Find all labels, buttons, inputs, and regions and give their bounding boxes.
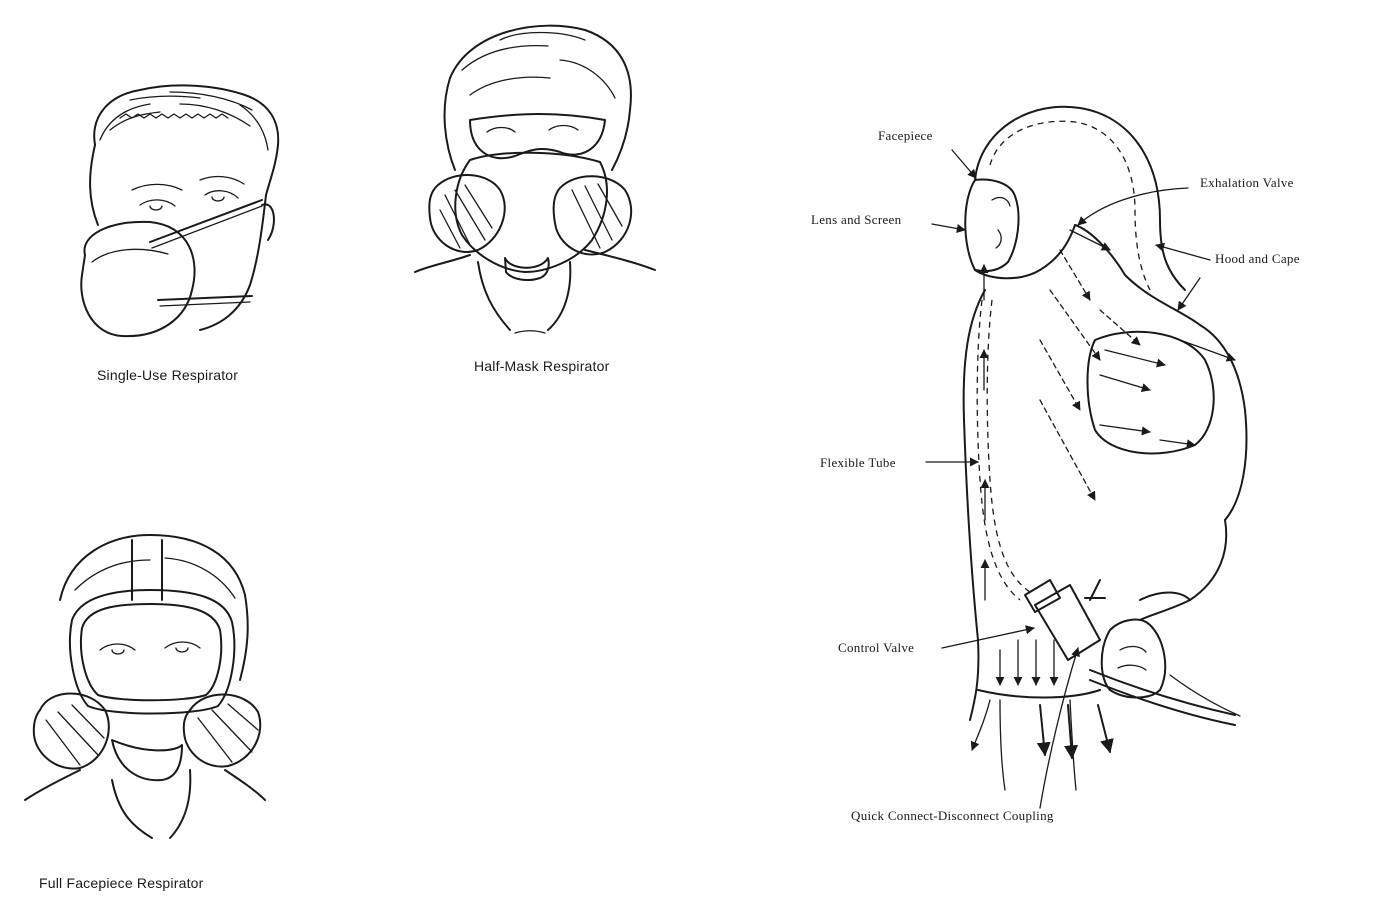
full-facepiece-respirator-caption: Full Facepiece Respirator (39, 875, 204, 891)
half-mask-respirator-drawing (415, 26, 655, 333)
callout-exhalation-valve: Exhalation Valve (1200, 175, 1294, 191)
single-use-respirator-drawing (81, 85, 278, 336)
half-mask-respirator-caption: Half-Mask Respirator (474, 358, 609, 374)
callout-quick-connect-coupling: Quick Connect-Disconnect Coupling (851, 808, 1054, 824)
full-facepiece-respirator-drawing (25, 535, 265, 838)
single-use-respirator-caption: Single-Use Respirator (97, 367, 238, 383)
hood-supplied-air-respirator-drawing (926, 107, 1246, 808)
callout-control-valve: Control Valve (838, 640, 914, 656)
callout-lens-and-screen: Lens and Screen (811, 212, 901, 228)
callout-flexible-tube: Flexible Tube (820, 455, 896, 471)
callout-hood-and-cape: Hood and Cape (1215, 251, 1300, 267)
callout-facepiece: Facepiece (878, 128, 933, 144)
